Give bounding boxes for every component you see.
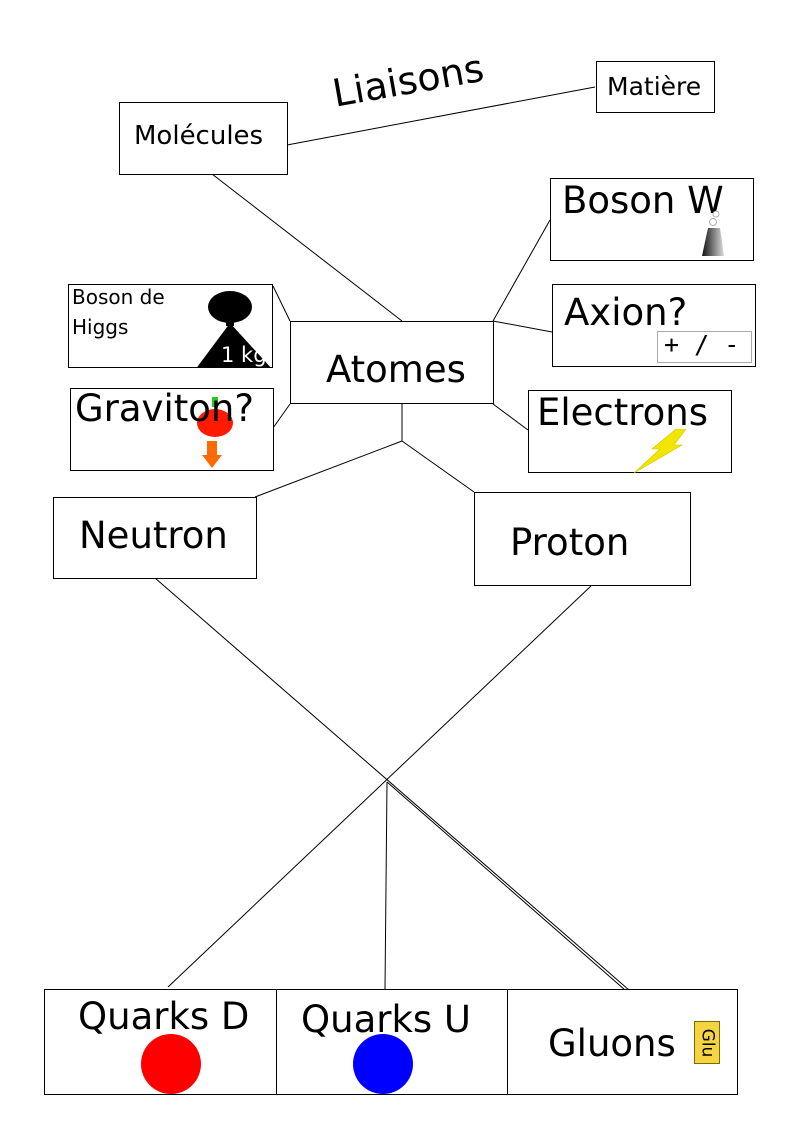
- node-electrons: Electrons: [528, 390, 732, 473]
- node-proton: Proton: [474, 492, 691, 586]
- node-quarks-u-label: Quarks U: [301, 998, 472, 1041]
- link-atomes-electrons: [492, 403, 529, 431]
- node-quarks-d-label: Quarks D: [78, 995, 250, 1038]
- node-atomes: Atomes: [290, 321, 494, 404]
- link-molecules-atomes: [211, 173, 403, 322]
- link-atomes-bosonw: [492, 219, 551, 322]
- link-split-neutron: [254, 440, 403, 498]
- axion-sign-box: + / -: [657, 330, 752, 363]
- node-boson-higgs-line1: Boson de: [72, 285, 165, 309]
- link-proton-quarksd: [167, 585, 592, 988]
- node-molecules: Molécules: [119, 102, 288, 175]
- link-atomes-axion: [492, 320, 553, 333]
- higgs-weight-label: 1 kg: [221, 343, 267, 367]
- link-neutron-gluons: [154, 577, 630, 991]
- node-molecules-label: Molécules: [134, 121, 264, 151]
- node-quarks-u: Quarks U: [276, 989, 508, 1095]
- node-matiere-label: Matière: [607, 72, 702, 101]
- node-proton-label: Proton: [510, 521, 630, 564]
- axion-sign-label: + / -: [664, 330, 740, 359]
- quark-u-icon: [353, 1034, 413, 1094]
- node-graviton-label: Graviton?: [75, 387, 254, 430]
- node-boson-w: Boson W: [550, 178, 754, 261]
- connector-lines: [154, 86, 630, 991]
- node-quarks-d: Quarks D: [44, 989, 277, 1095]
- node-neutron: Neutron: [53, 497, 257, 579]
- node-axion: Axion? + / -: [552, 284, 756, 367]
- node-boson-higgs: Boson de Higgs 1 kg: [68, 284, 273, 368]
- lightning-icon: [633, 429, 687, 473]
- smoke-icon: [702, 210, 724, 256]
- node-axion-label: Axion?: [564, 291, 688, 334]
- node-gluons: Gluons Glu: [507, 989, 738, 1095]
- node-gluons-label: Gluons: [548, 1022, 676, 1065]
- down-arrow-icon: [202, 441, 222, 468]
- quark-d-icon: [141, 1034, 201, 1094]
- node-neutron-label: Neutron: [79, 514, 228, 557]
- gluon-tag-label: Glu: [697, 1028, 718, 1058]
- kettlebell-icon: [196, 291, 272, 368]
- link-molecules-matiere: [286, 86, 596, 146]
- link-atomes-higgs: [272, 285, 291, 322]
- link-atomes-graviton: [272, 403, 291, 429]
- apple-icon: [197, 397, 233, 437]
- link-split-proton: [401, 440, 475, 493]
- node-boson-w-label: Boson W: [562, 179, 724, 222]
- node-boson-higgs-line2: Higgs: [72, 315, 129, 339]
- node-graviton: Graviton?: [70, 387, 274, 471]
- node-atomes-label: Atomes: [326, 348, 466, 391]
- node-electrons-label: Electrons: [537, 391, 709, 434]
- link-center-quarksu: [384, 781, 388, 990]
- gluon-tag: Glu: [694, 1021, 720, 1064]
- node-matiere: Matière: [596, 61, 715, 113]
- link-center-gluons: [386, 781, 626, 991]
